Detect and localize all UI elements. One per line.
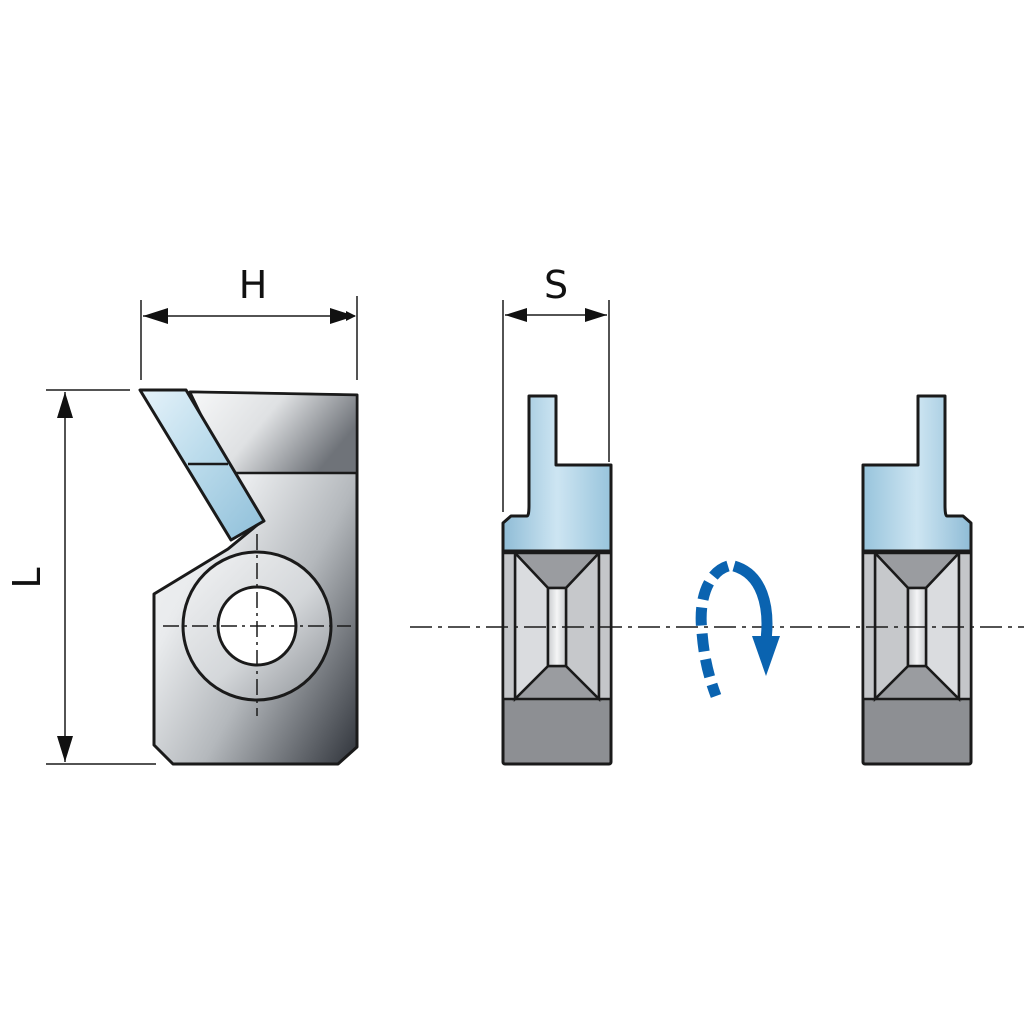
side-insert-head (501, 394, 613, 555)
dimension-s: S (502, 263, 610, 512)
side-flank-right (597, 551, 613, 701)
side-flank-left (501, 551, 517, 701)
rotate-arrow-icon (695, 560, 780, 698)
dimension-s-label: S (544, 263, 568, 307)
dimension-l: L (5, 389, 156, 765)
front-view (138, 388, 359, 766)
side-view-right (861, 394, 973, 766)
dimension-h: H (140, 263, 358, 380)
dimension-l-label: L (5, 567, 49, 588)
mirror-insert-head (861, 394, 973, 555)
dimension-h-label: H (239, 263, 268, 307)
side-view-left (501, 394, 613, 766)
